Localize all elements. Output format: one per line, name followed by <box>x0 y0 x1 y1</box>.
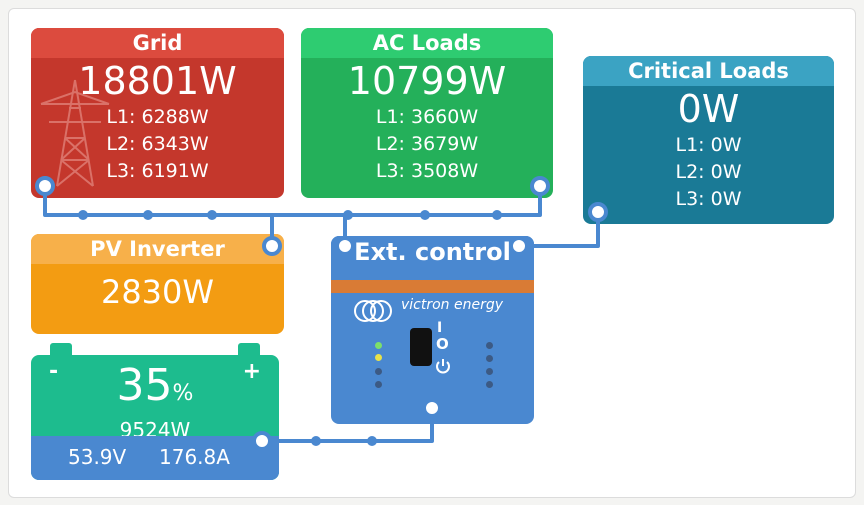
switch-off-label: O <box>436 335 449 353</box>
switch-on-label: I <box>437 320 443 336</box>
ac-loads-l2: L2: 3679W <box>375 133 479 155</box>
inverter-switch[interactable] <box>410 328 432 366</box>
status-led-off <box>375 381 382 388</box>
battery-terminal-negative <box>50 343 72 357</box>
grid-tile[interactable]: Grid 18801W L1: 6288W L2: 6343W L3: 6191… <box>31 28 284 198</box>
battery-voltage: 53.9V <box>68 445 127 469</box>
critical-loads-l3: L3: 0W <box>675 188 742 210</box>
critical-loads-l2: L2: 0W <box>675 161 742 183</box>
status-led-off <box>375 368 382 375</box>
ac-loads-l1: L1: 3660W <box>375 106 479 128</box>
status-led-off <box>486 342 493 349</box>
ac-loads-tile[interactable]: AC Loads 10799W L1: 3660W L2: 3679W L3: … <box>301 28 553 198</box>
grid-l2: L2: 6343W <box>106 133 209 155</box>
status-led-off <box>486 355 493 362</box>
battery-terminal-positive <box>238 343 260 357</box>
victron-brand-label: victron energy <box>401 297 504 313</box>
pv-inverter-title: PV Inverter <box>31 234 284 264</box>
critical-loads-power: 0W <box>677 87 740 131</box>
battery-current: 176.8A <box>159 445 230 469</box>
status-led-green <box>375 342 382 349</box>
power-icon <box>436 359 450 374</box>
critical-loads-title: Critical Loads <box>583 56 834 86</box>
status-led-off <box>486 381 493 388</box>
victron-logo-icon <box>354 300 392 322</box>
critical-loads-l1: L1: 0W <box>675 134 742 156</box>
battery-tile[interactable]: - + 35% 9524W 53.9V 176.8A <box>31 355 279 480</box>
pv-inverter-tile[interactable]: PV Inverter 2830W <box>31 234 284 334</box>
inverter-orange-stripe <box>331 280 534 293</box>
grid-title: Grid <box>31 28 284 58</box>
status-led-yellow <box>375 354 382 361</box>
grid-power: 18801W <box>78 59 237 103</box>
grid-l3: L3: 6191W <box>106 160 209 182</box>
battery-minus-label: - <box>49 359 59 384</box>
ac-loads-l3: L3: 3508W <box>375 160 479 182</box>
grid-l1: L1: 6288W <box>106 106 209 128</box>
critical-loads-tile[interactable]: Critical Loads 0W L1: 0W L2: 0W L3: 0W <box>583 56 834 224</box>
power-tower-icon <box>40 79 110 187</box>
pv-inverter-power: 2830W <box>100 273 215 311</box>
status-led-off <box>486 368 493 375</box>
ext-control-title: Ext. control <box>331 236 534 268</box>
battery-plus-label: + <box>242 359 261 384</box>
ac-loads-power: 10799W <box>347 59 507 103</box>
ac-loads-title: AC Loads <box>301 28 553 58</box>
battery-soc: 35 <box>116 360 173 411</box>
battery-soc-unit: % <box>172 381 194 406</box>
battery-info-bar: 53.9V 176.8A <box>31 436 279 480</box>
ext-control-tile[interactable]: Ext. control victron energy I O <box>331 236 534 424</box>
